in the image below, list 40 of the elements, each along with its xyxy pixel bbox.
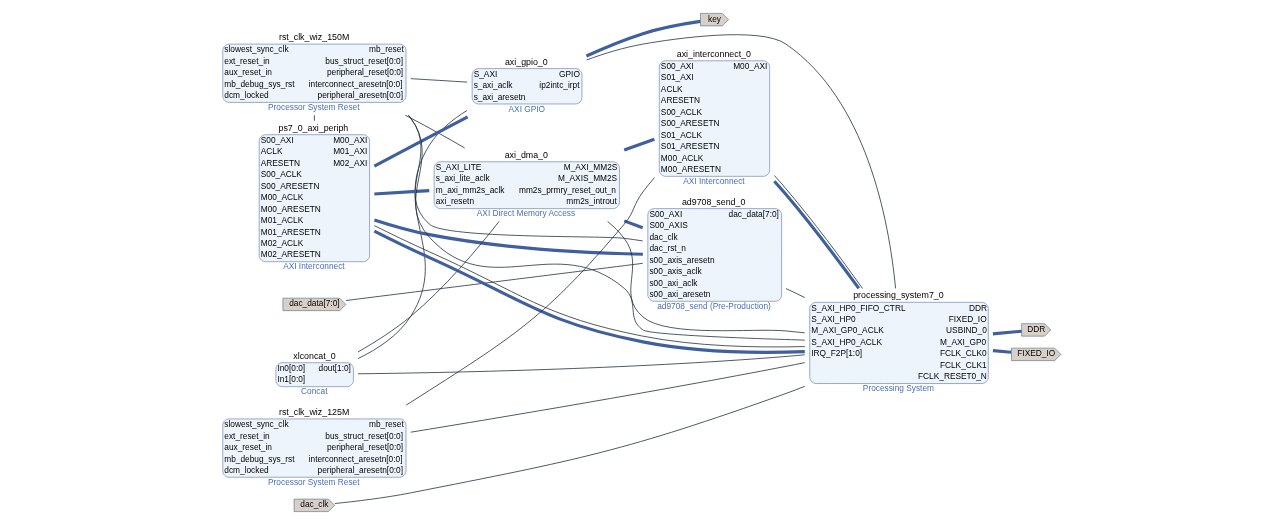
connector: [408, 114, 806, 341]
connector: [404, 114, 466, 149]
connector: [785, 288, 806, 298]
connector: [992, 329, 1022, 336]
connector: [623, 137, 655, 152]
connector: [357, 354, 806, 375]
node-label: axi_gpio_0: [504, 56, 548, 67]
connector: [345, 262, 644, 301]
connector: [623, 219, 644, 230]
node-label: AXI Interconnect: [283, 261, 345, 272]
node-label: Processor System Reset: [268, 102, 360, 113]
node-label: ad9708_send (Pre-Production): [657, 300, 771, 311]
connector: [374, 189, 430, 196]
connector: [357, 221, 500, 353]
connector: [357, 110, 468, 359]
connector: [410, 362, 806, 433]
node-label: processing_system7_0: [853, 290, 944, 301]
node-label: AXI GPIO: [508, 103, 546, 114]
node-label: AXI Interconnect: [683, 176, 745, 187]
connector: [373, 115, 469, 168]
connector: [405, 177, 655, 406]
node-label: xlconcat_0: [293, 350, 336, 361]
node-label: ps7_0_axi_periph: [278, 122, 349, 133]
node-label: ad9708_send_0: [681, 196, 746, 207]
node-label: Processor System Reset: [268, 476, 360, 487]
connector: [334, 385, 806, 504]
node-label: Processing System: [862, 383, 934, 394]
node-label: rst_clk_wiz_125M: [278, 407, 350, 418]
node-label: axi_dma_0: [504, 149, 548, 160]
node-label: axi_interconnect_0: [676, 48, 751, 59]
node-label: rst_clk_wiz_150M: [278, 32, 350, 43]
connector: [410, 78, 468, 83]
connector: [585, 19, 701, 58]
connector: [607, 221, 806, 334]
connector: [992, 349, 1012, 354]
node-label: AXI Direct Memory Access: [476, 208, 576, 219]
connector: [373, 218, 643, 256]
connector: [314, 114, 315, 122]
node-label: Concat: [301, 386, 328, 397]
connector: [586, 34, 896, 289]
